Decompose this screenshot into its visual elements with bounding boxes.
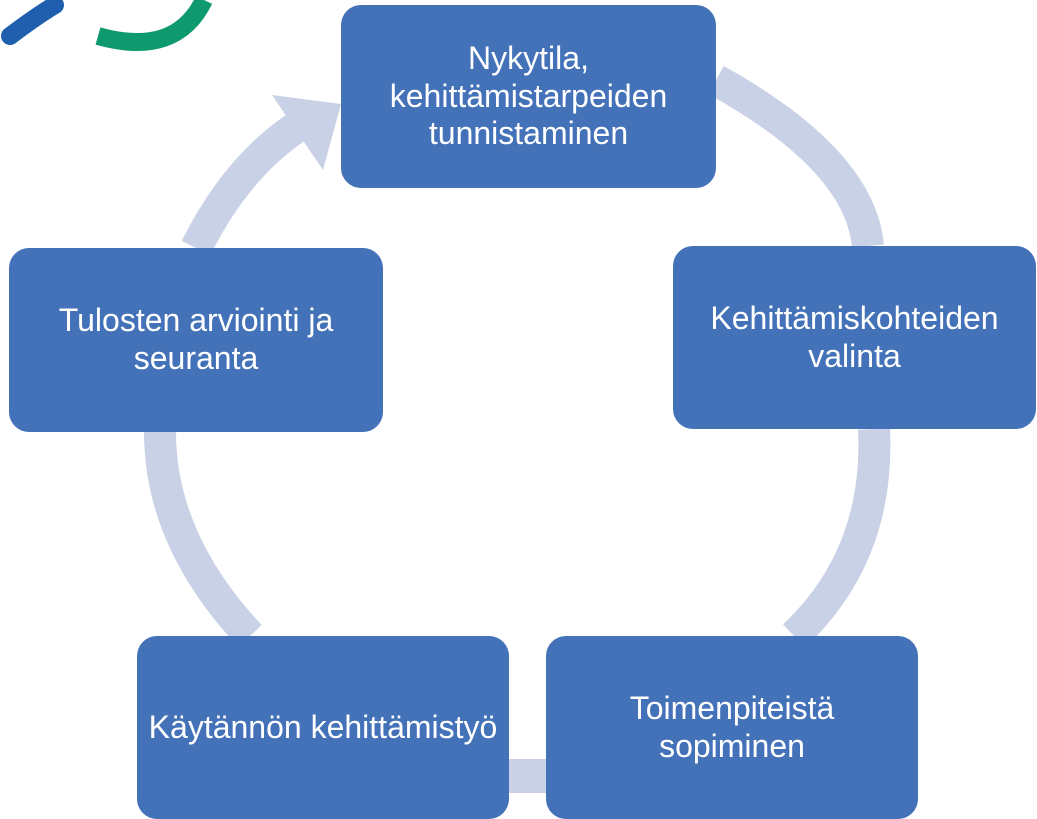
cycle-step-current-state: Nykytila, kehittämistarpeiden tunnistami… xyxy=(341,5,716,188)
cycle-step-label: Toimenpiteistä sopiminen xyxy=(629,689,835,764)
logo-blue-arc xyxy=(1,0,64,45)
logo-green-arc xyxy=(95,0,213,51)
cycle-arc-node4-to-node5 xyxy=(144,431,262,647)
cycle-step-label: Käytännön kehittämistyö xyxy=(148,708,498,745)
cycle-step-target-selection: Kehittämiskohteiden valinta xyxy=(673,246,1036,429)
cycle-arc-node5-to-node1 xyxy=(181,106,317,256)
partial-circle-logo-icon xyxy=(1,0,213,51)
cycle-step-agreeing-measures: Toimenpiteistä sopiminen xyxy=(546,636,918,819)
cycle-arc-node2-to-node3 xyxy=(782,428,891,648)
cycle-arrowhead-icon xyxy=(272,95,341,170)
cycle-step-label: Kehittämiskohteiden valinta xyxy=(710,299,999,374)
cycle-step-evaluation-monitoring: Tulosten arviointi ja seuranta xyxy=(9,248,383,432)
cycle-step-practical-development: Käytännön kehittämistyö xyxy=(137,636,509,819)
cycle-step-label: Nykytila, kehittämistarpeiden tunnistami… xyxy=(389,39,668,152)
cycle-arc-node1-to-node2 xyxy=(708,66,884,249)
cycle-step-label: Tulosten arviointi ja seuranta xyxy=(58,302,334,376)
